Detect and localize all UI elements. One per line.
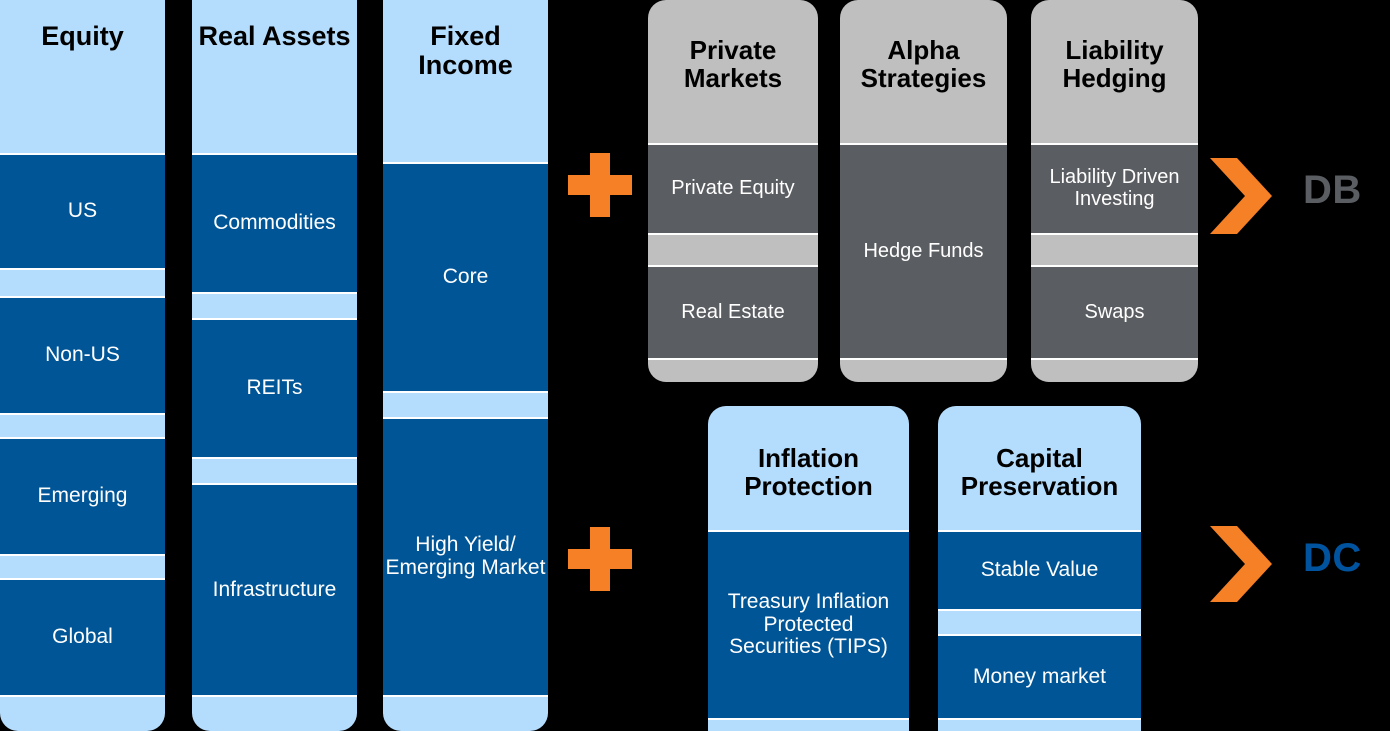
column-capital-preservation-title: Capital Preservation [960,443,1119,502]
chevron-right-icon-dc [1210,526,1272,602]
plus-icon-dc [568,527,632,591]
column-liability-hedging-title: Liability Hedging [1062,35,1167,94]
column-real-assets: Real Assets Commodities REITs Infrastruc… [192,0,357,731]
chevron-right-icon-db-svg [1210,158,1272,234]
band-equity-us: US [0,153,165,270]
band-private-markets-private-equity: Private Equity [648,143,818,235]
band-real-assets-reits: REITs [192,318,357,459]
band-capital-preservation-stable-value: Stable Value [938,530,1141,611]
column-liability-hedging: Liability Hedging Liability Driven Inves… [1031,0,1198,382]
column-capital-preservation: Capital Preservation Stable Value Money … [938,406,1141,731]
column-real-assets-title: Real Assets [198,21,351,51]
band-capital-preservation-money-market: Money market [938,634,1141,720]
band-liability-hedging-ldi: Liability Driven Investing [1031,143,1198,235]
band-fixed-income-high-yield: High Yield/ Emerging Market [383,417,548,697]
band-equity-non-us: Non-US [0,296,165,415]
column-alpha-strategies: Alpha Strategies Hedge Funds [840,0,1007,382]
outcome-label-db: DB [1303,168,1362,212]
band-equity-emerging: Emerging [0,437,165,556]
column-alpha-strategies-title: Alpha Strategies [860,35,987,94]
column-private-markets-title: Private Markets [683,35,783,94]
outcome-label-dc: DC [1303,536,1362,580]
chevron-right-icon-dc-svg [1210,526,1272,602]
column-equity: Equity US Non-US Emerging Global [0,0,165,731]
plus-icon-db [568,153,632,217]
column-private-markets: Private Markets Private Equity Real Esta… [648,0,818,382]
band-real-assets-infrastructure: Infrastructure [192,483,357,697]
chevron-right-icon-db [1210,158,1272,234]
band-liability-hedging-swaps: Swaps [1031,265,1198,360]
column-fixed-income-title: Fixed Income [418,21,513,81]
band-fixed-income-core: Core [383,162,548,393]
column-equity-title: Equity [41,21,124,51]
column-inflation-protection-title: Inflation Protection [744,443,873,502]
column-fixed-income: Fixed Income Core High Yield/ Emerging M… [383,0,548,731]
column-inflation-protection: Inflation Protection Treasury Inflation … [708,406,909,731]
band-real-assets-commodities: Commodities [192,153,357,294]
band-equity-global: Global [0,578,165,697]
band-inflation-protection-tips: Treasury Inflation Protected Securities … [708,530,909,720]
band-alpha-strategies-hedge-funds: Hedge Funds [840,143,1007,360]
band-private-markets-real-estate: Real Estate [648,265,818,360]
